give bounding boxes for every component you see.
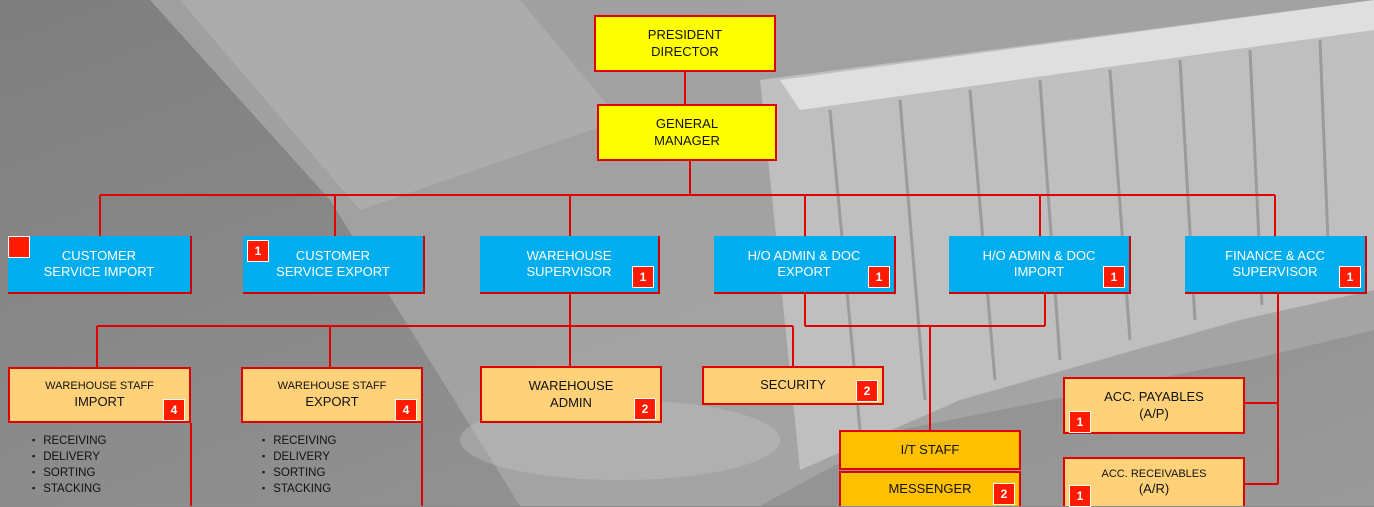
dept-label-1: WAREHOUSE (526, 247, 612, 263)
it-label: I/T STAFF (900, 441, 960, 457)
president-line2: DIRECTOR (651, 43, 719, 59)
dept-label-2: SUPERVISOR (526, 264, 612, 279)
dept-label-1: CUSTOMER (61, 247, 137, 263)
dept-label-2: IMPORT (1013, 264, 1065, 279)
dept-customer-service-import: CUSTOMER SERVICE IMPORT (8, 236, 192, 294)
headcount-badge: 1 (247, 240, 269, 262)
dept-label-1: FINANCE & ACC (1225, 247, 1325, 263)
headcount-badge: 1 (868, 266, 890, 288)
headcount-badge (8, 236, 30, 258)
admin-label-1: WAREHOUSE (528, 378, 614, 394)
acc-payables-box: ACC. PAYABLES (A/P) 1 (1063, 377, 1245, 434)
acc-receivables-box: ACC. RECEIVABLES (A/R) 1 (1063, 457, 1245, 507)
staff-export-edge (421, 423, 423, 506)
dept-customer-service-export: CUSTOMER SERVICE EXPORT 1 (243, 236, 425, 294)
task-item: DELIVERY (262, 449, 336, 465)
headcount-badge: 1 (1339, 266, 1361, 288)
staff-label-2: IMPORT (74, 393, 125, 409)
dept-label-1: H/O ADMIN & DOC (982, 247, 1096, 263)
warehouse-staff-import-box: WAREHOUSE STAFF IMPORT 4 (8, 367, 191, 423)
ap-label-2: (A/P) (1139, 405, 1169, 421)
dept-label-1: CUSTOMER (295, 247, 371, 263)
task-item: RECEIVING (262, 433, 336, 449)
dept-label-2: SERVICE EXPORT (276, 264, 390, 279)
task-item: DELIVERY (32, 449, 106, 465)
task-item: STACKING (32, 481, 106, 497)
headcount-badge: 2 (856, 380, 878, 402)
dept-ho-admin-doc-import: H/O ADMIN & DOC IMPORT 1 (949, 236, 1131, 294)
warehouse-staff-export-box: WAREHOUSE STAFF EXPORT 4 (241, 367, 423, 423)
headcount-badge: 1 (1103, 266, 1125, 288)
admin-label-2: ADMIN (550, 394, 592, 410)
dept-label-1: H/O ADMIN & DOC (747, 247, 861, 263)
ar-label-2: (A/R) (1138, 481, 1170, 497)
task-item: SORTING (262, 465, 336, 481)
messenger-label: MESSENGER (888, 481, 972, 497)
staff-label-1: WAREHOUSE STAFF (277, 380, 387, 392)
it-staff-box: I/T STAFF (839, 430, 1021, 470)
president-line1: PRESIDENT (647, 27, 723, 43)
president-director-box: PRESIDENT DIRECTOR (594, 15, 776, 72)
headcount-badge: 4 (163, 399, 185, 421)
gm-line2: MANAGER (654, 132, 720, 148)
headcount-badge: 1 (1069, 485, 1091, 507)
security-label: SECURITY (760, 377, 826, 393)
ap-label-1: ACC. PAYABLES (1104, 389, 1204, 405)
security-box: SECURITY 2 (702, 366, 884, 405)
dept-label-2: SUPERVISOR (1232, 264, 1318, 279)
headcount-badge: 2 (634, 398, 656, 420)
general-manager-box: GENERAL MANAGER (597, 104, 777, 161)
dept-finance-acc-supervisor: FINANCE & ACC SUPERVISOR 1 (1185, 236, 1367, 294)
task-item: RECEIVING (32, 433, 106, 449)
headcount-badge: 4 (395, 399, 417, 421)
staff-label-2: EXPORT (305, 393, 359, 409)
headcount-badge: 1 (1069, 411, 1091, 433)
ar-label-1: ACC. RECEIVABLES (1101, 467, 1207, 480)
dept-label-2: EXPORT (777, 264, 831, 279)
dept-warehouse-supervisor: WAREHOUSE SUPERVISOR 1 (480, 236, 660, 294)
task-item: STACKING (262, 481, 336, 497)
warehouse-admin-box: WAREHOUSE ADMIN 2 (480, 366, 662, 423)
messenger-box: MESSENGER 2 (839, 471, 1021, 506)
dept-ho-admin-doc-export: H/O ADMIN & DOC EXPORT 1 (714, 236, 896, 294)
gm-line1: GENERAL (655, 116, 719, 132)
staff-label-1: WAREHOUSE STAFF (45, 380, 154, 392)
task-item: SORTING (32, 465, 106, 481)
headcount-badge: 1 (632, 266, 654, 288)
dept-label-2: SERVICE IMPORT (43, 264, 155, 279)
headcount-badge: 2 (993, 483, 1015, 505)
staff-import-edge (190, 423, 192, 506)
warehouse-import-task-list: RECEIVING DELIVERY SORTING STACKING (32, 433, 106, 497)
warehouse-export-task-list: RECEIVING DELIVERY SORTING STACKING (262, 433, 336, 497)
